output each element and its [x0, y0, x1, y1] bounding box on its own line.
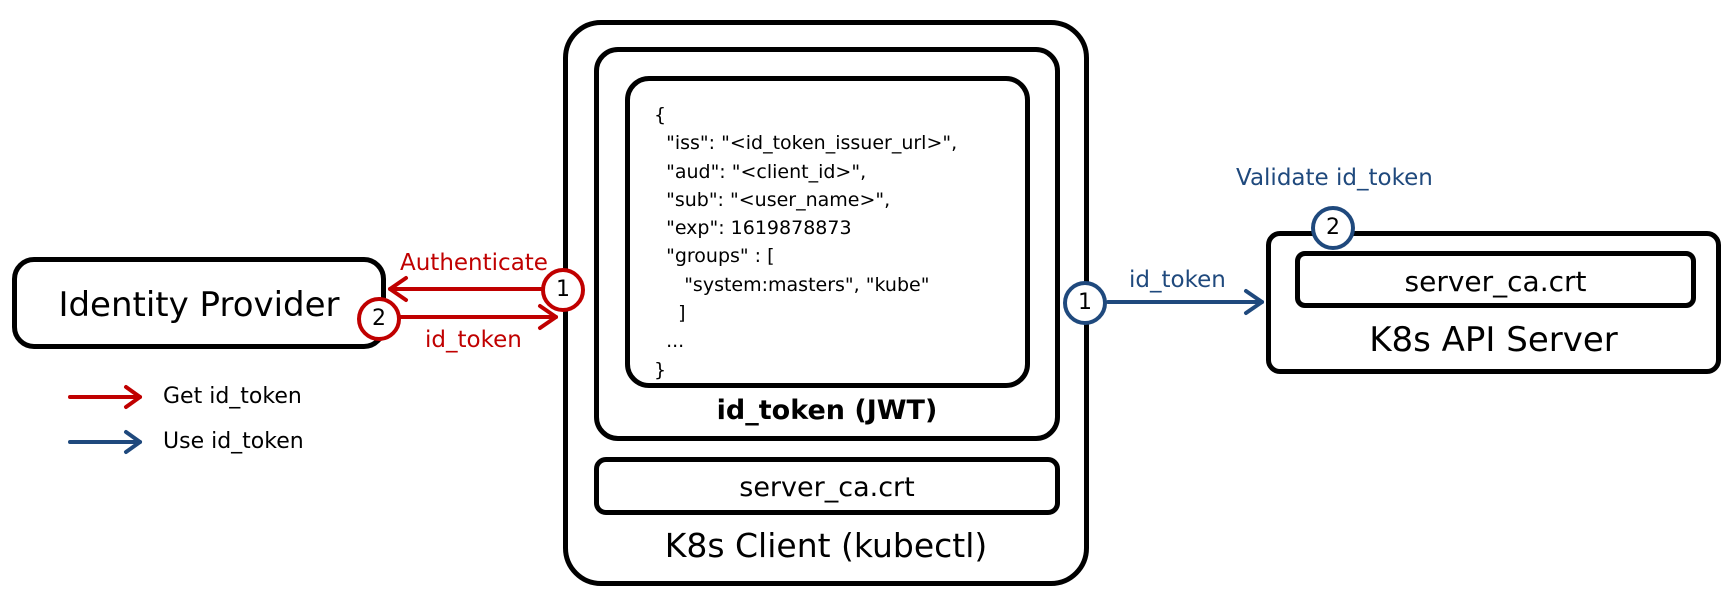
id-token-return-label: id_token: [425, 327, 522, 353]
legend-get-arrow: [68, 385, 142, 409]
authenticate-label: Authenticate: [400, 250, 548, 276]
step-authenticate-badge: 1: [541, 268, 585, 312]
jwt-payload-text: { "iss": "<id_token_issuer_url>", "aud":…: [654, 101, 957, 384]
client-server-ca-box: server_ca.crt: [594, 457, 1060, 515]
k8s-client-title: K8s Client (kubectl): [664, 526, 988, 565]
legend-use-arrow: [68, 430, 142, 454]
jwt-title: id_token (JWT): [599, 395, 1055, 426]
json-line: "sub": "<user_name>",: [654, 188, 891, 211]
legend-get-label: Get id_token: [163, 384, 302, 409]
json-line: }: [654, 358, 667, 381]
json-line: ...: [654, 330, 685, 353]
api-server-ca-box: server_ca.crt: [1295, 251, 1696, 308]
json-line: "system:masters", "kube": [654, 273, 930, 296]
jwt-title-rest: (JWT): [844, 395, 938, 426]
json-line: {: [654, 104, 667, 126]
json-line: "groups" : [: [654, 245, 775, 268]
jwt-title-bold: id_token: [716, 395, 845, 426]
step-validate-badge: 2: [1311, 206, 1355, 250]
id-token-return-arrow: [398, 304, 558, 330]
jwt-payload-box: { "iss": "<id_token_issuer_url>", "aud":…: [625, 76, 1030, 388]
step-send-badge: 1: [1063, 281, 1107, 325]
id-token-send-arrow: [1106, 289, 1264, 315]
json-line: "aud": "<client_id>",: [654, 160, 867, 183]
json-line: ]: [654, 302, 686, 325]
step-return-badge: 2: [357, 297, 401, 341]
json-line: "iss": "<id_token_issuer_url>",: [654, 132, 958, 155]
api-server-ca-label: server_ca.crt: [1404, 265, 1587, 298]
client-server-ca-label: server_ca.crt: [739, 472, 915, 503]
id-token-send-label: id_token: [1129, 267, 1226, 293]
authenticate-arrow: [388, 276, 544, 302]
identity-provider-box: Identity Provider: [12, 257, 386, 349]
identity-provider-title: Identity Provider: [58, 285, 340, 325]
k8s-api-server-title: K8s API Server: [1369, 320, 1618, 360]
json-line: "exp": 1619878873: [654, 217, 852, 240]
validate-id-token-label: Validate id_token: [1236, 165, 1433, 191]
legend-use-label: Use id_token: [163, 429, 304, 454]
